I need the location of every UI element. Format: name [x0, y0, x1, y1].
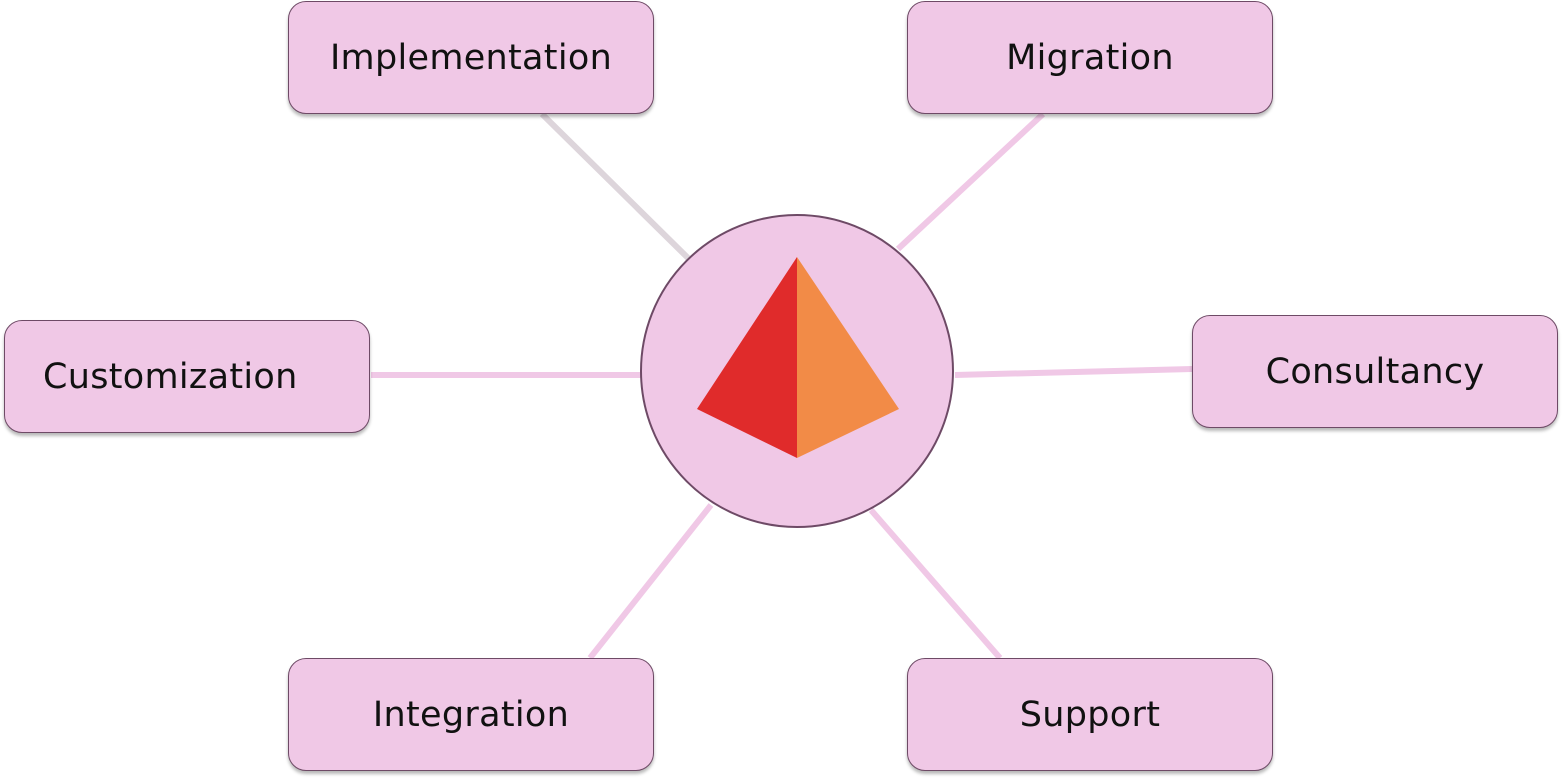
node-integration: Integration [288, 658, 654, 771]
pyramid-right-face [797, 257, 899, 458]
node-label-customization: Customization [43, 356, 298, 397]
connector-migration [895, 111, 1046, 252]
pyramid-left-face [697, 257, 797, 458]
connector-consultancy [954, 366, 1193, 378]
node-label-consultancy: Consultancy [1265, 351, 1485, 392]
node-label-implementation: Implementation [329, 37, 613, 78]
node-migration: Migration [907, 1, 1273, 114]
node-implementation: Implementation [288, 1, 654, 114]
node-customization: Customization [4, 320, 370, 433]
node-label-support: Support [1019, 694, 1161, 735]
node-consultancy: Consultancy [1192, 315, 1558, 428]
node-label-integration: Integration [372, 694, 570, 735]
central-hub [640, 214, 954, 528]
connector-support [868, 508, 1003, 660]
connector-implementation [539, 111, 691, 261]
pyramid-logo-icon [697, 257, 899, 458]
connector-integration [587, 503, 714, 660]
node-support: Support [907, 658, 1273, 771]
node-label-migration: Migration [1006, 37, 1174, 78]
